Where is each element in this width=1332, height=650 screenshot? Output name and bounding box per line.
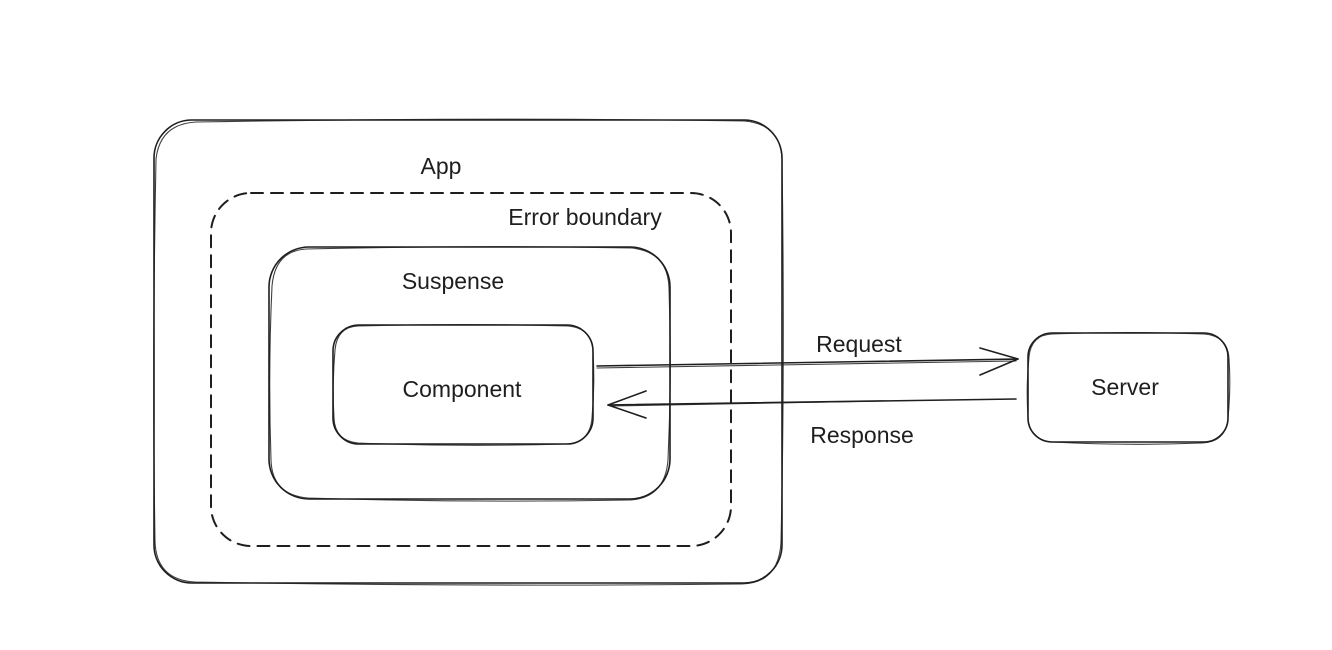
request-label: Request	[816, 331, 902, 357]
request-arrow	[596, 347, 1019, 376]
request-arrowhead-icon	[979, 347, 1019, 376]
component-box	[332, 323, 595, 446]
suspense-container	[268, 246, 671, 502]
response-arrowhead-icon	[607, 390, 647, 419]
response-label: Response	[810, 422, 914, 448]
server-box	[1026, 331, 1231, 445]
component-label: Component	[403, 376, 523, 402]
suspense-label: Suspense	[402, 268, 504, 294]
error-boundary-label: Error boundary	[508, 204, 662, 230]
app-container	[153, 118, 784, 586]
server-label: Server	[1091, 374, 1159, 400]
error-boundary-container	[210, 192, 732, 547]
app-label: App	[421, 153, 462, 179]
response-arrow	[607, 390, 1017, 419]
